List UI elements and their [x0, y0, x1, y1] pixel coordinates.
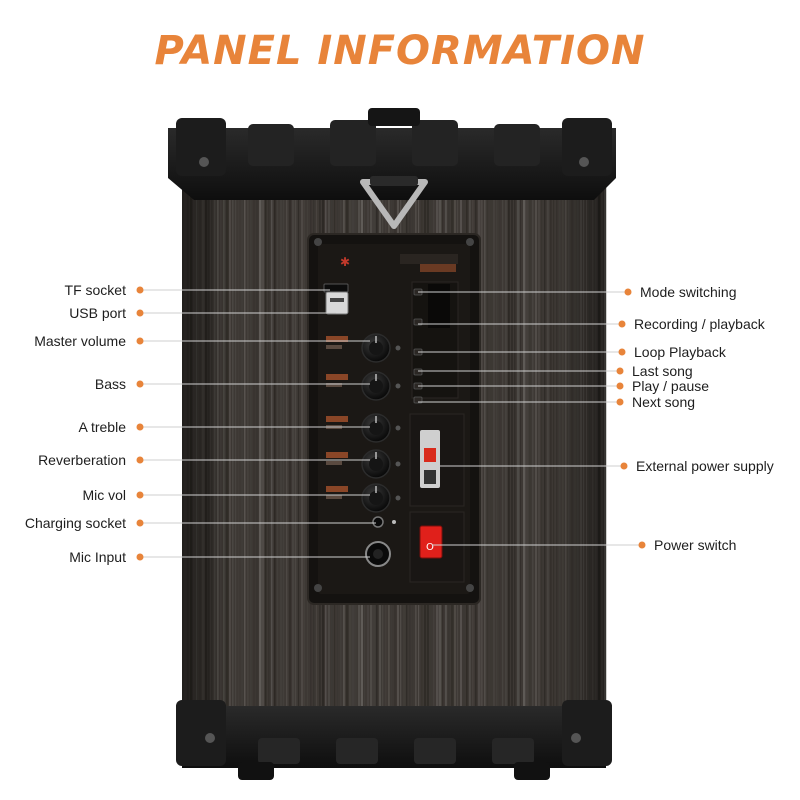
leader-dot-treble — [136, 423, 144, 431]
leader-dot-usb-port — [136, 309, 144, 317]
control-panel: ✱ O — [307, 233, 481, 605]
label-charging-socket: Charging socket — [24, 515, 126, 531]
leader-dot-bass — [136, 380, 144, 388]
leader-dot-recording-playback — [618, 320, 626, 328]
label-mode-switching: Mode switching — [640, 284, 737, 300]
leader-dot-last-song — [616, 367, 624, 375]
page-title: PANEL INFORMATION — [154, 28, 646, 74]
label-next-song: Next song — [632, 394, 696, 410]
label-recording-playback: Recording / playback — [634, 316, 765, 332]
top-bumper — [168, 108, 616, 200]
leader-dot-loop-playback — [618, 348, 626, 356]
label-external-power-supply: External power supply — [636, 458, 774, 474]
leader-dot-mic-input — [136, 553, 144, 561]
leader-dot-reverberation — [136, 456, 144, 464]
leader-dot-master-volume — [136, 337, 144, 345]
leader-dot-next-song — [616, 398, 624, 406]
leader-dot-tf-socket — [136, 286, 144, 294]
label-last-song: Last song — [632, 363, 693, 379]
label-master-volume: Master volume — [34, 333, 126, 349]
carry-handle-ring — [360, 176, 428, 229]
label-play-pause: Play / pause — [632, 378, 710, 394]
label-loop-playback: Loop Playback — [634, 344, 726, 360]
label-power-switch: Power switch — [654, 537, 737, 553]
label-mic-vol: Mic vol — [82, 487, 126, 503]
leader-dot-charging-socket — [136, 519, 144, 527]
label-treble: A treble — [78, 419, 126, 435]
leader-dot-external-power-supply — [620, 462, 628, 470]
svg-text:✱: ✱ — [340, 255, 350, 269]
label-bass: Bass — [94, 376, 126, 392]
svg-text:O: O — [426, 542, 434, 553]
bottom-bumper — [176, 700, 612, 780]
label-usb-port: USB port — [69, 305, 126, 321]
label-tf-socket: TF socket — [64, 282, 126, 298]
leader-dot-power-switch — [638, 541, 646, 549]
leader-dot-mic-vol — [136, 491, 144, 499]
label-reverberation: Reverberation — [38, 452, 126, 468]
leader-dot-mode-switching — [624, 288, 632, 296]
leader-dot-play-pause — [616, 382, 624, 390]
label-mic-input: Mic Input — [69, 549, 126, 565]
